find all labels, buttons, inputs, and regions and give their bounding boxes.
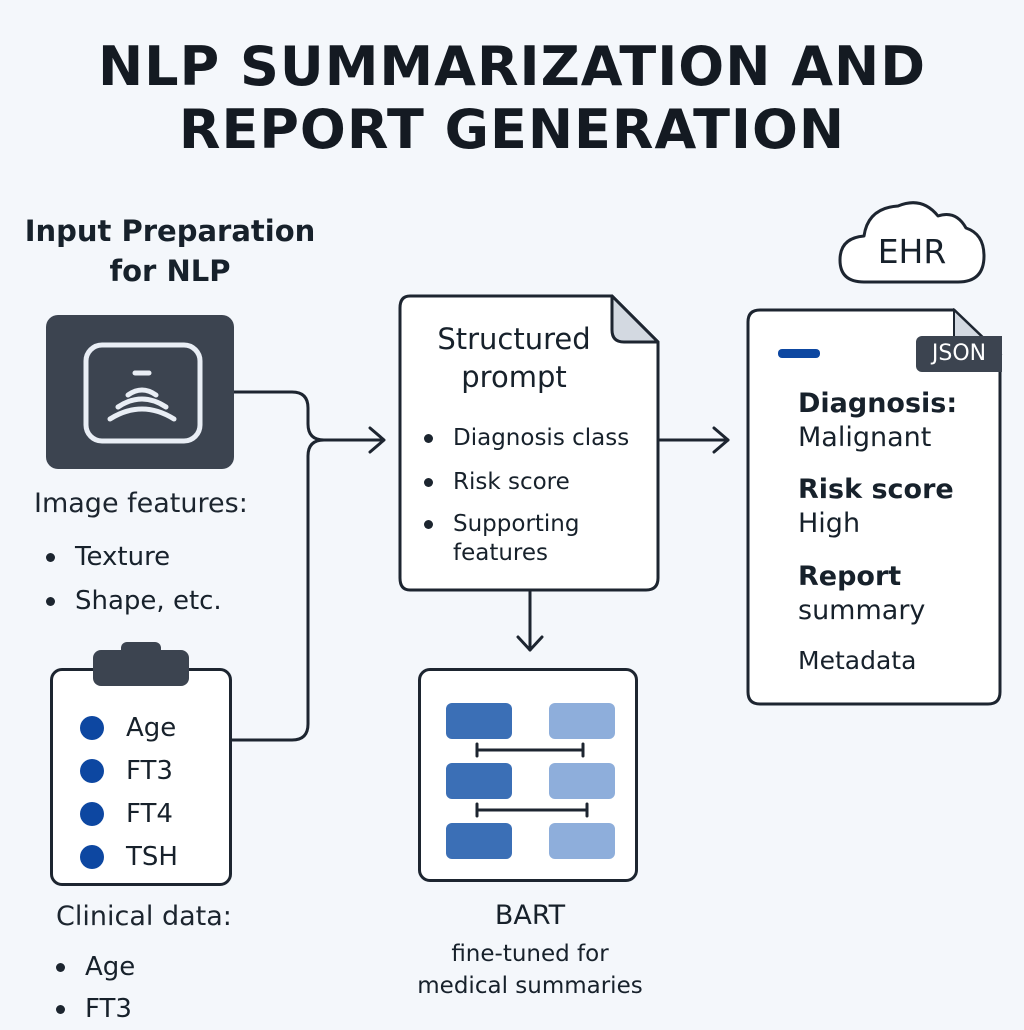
ehr-cloud-icon: [838, 201, 986, 284]
bullet-icon: [424, 520, 433, 529]
clinical-clipboard: [50, 668, 232, 886]
diagram-title-line2: REPORT GENERATION: [178, 98, 846, 161]
bart-description-line2: medical summaries: [417, 973, 643, 999]
list-item-label: Diagnosis class: [453, 425, 630, 451]
report-value: summary: [798, 595, 926, 626]
input-section-title-line1: Input Preparation: [24, 214, 316, 248]
list-item-label: FT3: [85, 994, 132, 1024]
blue-bullet-icon: [80, 801, 104, 826]
json-fields: Diagnosis: Malignant Risk score High Rep…: [750, 312, 1000, 702]
list-item: FT3: [80, 749, 178, 792]
ehr-label: EHR: [877, 232, 947, 271]
image-input-tile: [46, 315, 234, 469]
list-item-label: FT4: [126, 798, 173, 829]
input-section-title-line2: for NLP: [109, 254, 231, 288]
list-item: TSH: [80, 835, 178, 878]
bart-description: fine-tuned for medical summaries: [380, 938, 680, 1002]
blue-bullet-icon: [80, 715, 104, 740]
bullet-icon: [424, 434, 433, 443]
diagnosis-value: Malignant: [798, 422, 932, 453]
bart-name: BART: [494, 900, 566, 931]
image-features-list: Texture Shape, etc.: [46, 535, 222, 623]
diagram-title-line1: NLP SUMMARIZATION AND: [97, 35, 927, 98]
list-item: FT3: [56, 988, 135, 1030]
list-item-label: Supporting features: [453, 511, 580, 566]
image-features-label: Image features:: [34, 488, 248, 519]
page-fold-icon: [610, 294, 660, 344]
list-item: Risk score: [424, 468, 644, 510]
list-item: Supporting features: [424, 510, 644, 568]
blue-bullet-icon: [80, 758, 104, 783]
output-arrowhead: [712, 426, 730, 454]
prompt-title-line1: Structured: [437, 322, 591, 356]
bart-description-line1: fine-tuned for: [451, 941, 609, 967]
accent-bar: [778, 349, 820, 358]
list-item-label: Age: [126, 712, 177, 743]
list-item-label: Texture: [75, 542, 171, 572]
list-item: Age: [56, 946, 135, 988]
list-item: Texture: [46, 535, 222, 579]
clipboard-list: Age FT3 FT4 TSH: [80, 706, 178, 878]
bullet-icon: [56, 962, 65, 972]
list-item: Diagnosis class: [424, 424, 644, 468]
list-item-label: FT3: [126, 755, 173, 786]
bullet-icon: [46, 596, 55, 606]
list-item: Age: [80, 706, 178, 749]
list-item-label: Shape, etc.: [75, 586, 222, 616]
report-key: Report: [798, 561, 902, 592]
prompt-document: [398, 294, 660, 592]
prompt-arrowhead: [368, 426, 386, 454]
metadata-label: Metadata: [798, 646, 917, 675]
clinical-to-prompt-arrow: [230, 438, 326, 742]
clipboard-clip-icon: [93, 642, 189, 686]
prompt-title-line2: prompt: [461, 360, 567, 394]
list-item: Shape, etc.: [46, 579, 222, 623]
bullet-icon: [424, 478, 433, 487]
risk-score-value: High: [798, 508, 861, 539]
list-item-label: Age: [85, 952, 136, 982]
model-arrowhead: [516, 635, 544, 652]
list-item-label: Risk score: [453, 469, 570, 495]
image-to-prompt-arrow: [232, 390, 384, 442]
json-tag: JSON: [916, 336, 1002, 372]
diagnosis-key: Diagnosis:: [798, 388, 958, 419]
prompt-items: Diagnosis class Risk score Supporting fe…: [424, 424, 644, 568]
bullet-icon: [46, 552, 55, 562]
blue-bullet-icon: [80, 844, 104, 869]
clinical-data-label: Clinical data:: [56, 901, 232, 932]
list-item: FT4: [80, 792, 178, 835]
risk-score-key: Risk score: [798, 474, 954, 505]
ultrasound-icon: [83, 342, 203, 444]
clinical-data-list: Age FT3: [56, 946, 135, 1030]
encoder-decoder-icon: [446, 703, 615, 859]
bart-model-box: [418, 668, 638, 882]
bullet-icon: [56, 1004, 65, 1014]
prompt-title: Structured prompt: [398, 320, 630, 396]
list-item-label: TSH: [126, 841, 178, 872]
